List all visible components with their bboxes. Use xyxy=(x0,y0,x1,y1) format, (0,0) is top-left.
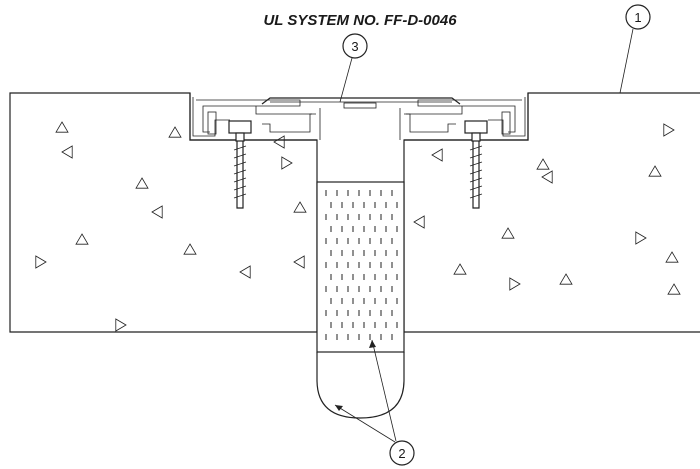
svg-text:1: 1 xyxy=(634,10,641,25)
callout-2: 2 xyxy=(334,339,415,466)
callout-1: 1 xyxy=(619,4,651,94)
svg-text:2: 2 xyxy=(398,446,405,461)
joint-fill-material xyxy=(316,181,405,419)
concrete-aggregate-marks xyxy=(35,121,681,332)
cover-frame-right xyxy=(404,93,529,209)
center-cover-plate xyxy=(261,97,461,140)
svg-text:3: 3 xyxy=(351,39,358,54)
cover-frame-left xyxy=(189,93,317,209)
concrete-slab-left xyxy=(9,92,318,333)
callout-3: 3 xyxy=(339,33,368,103)
diagram-title: UL SYSTEM NO. FF-D-0046 xyxy=(263,12,457,29)
